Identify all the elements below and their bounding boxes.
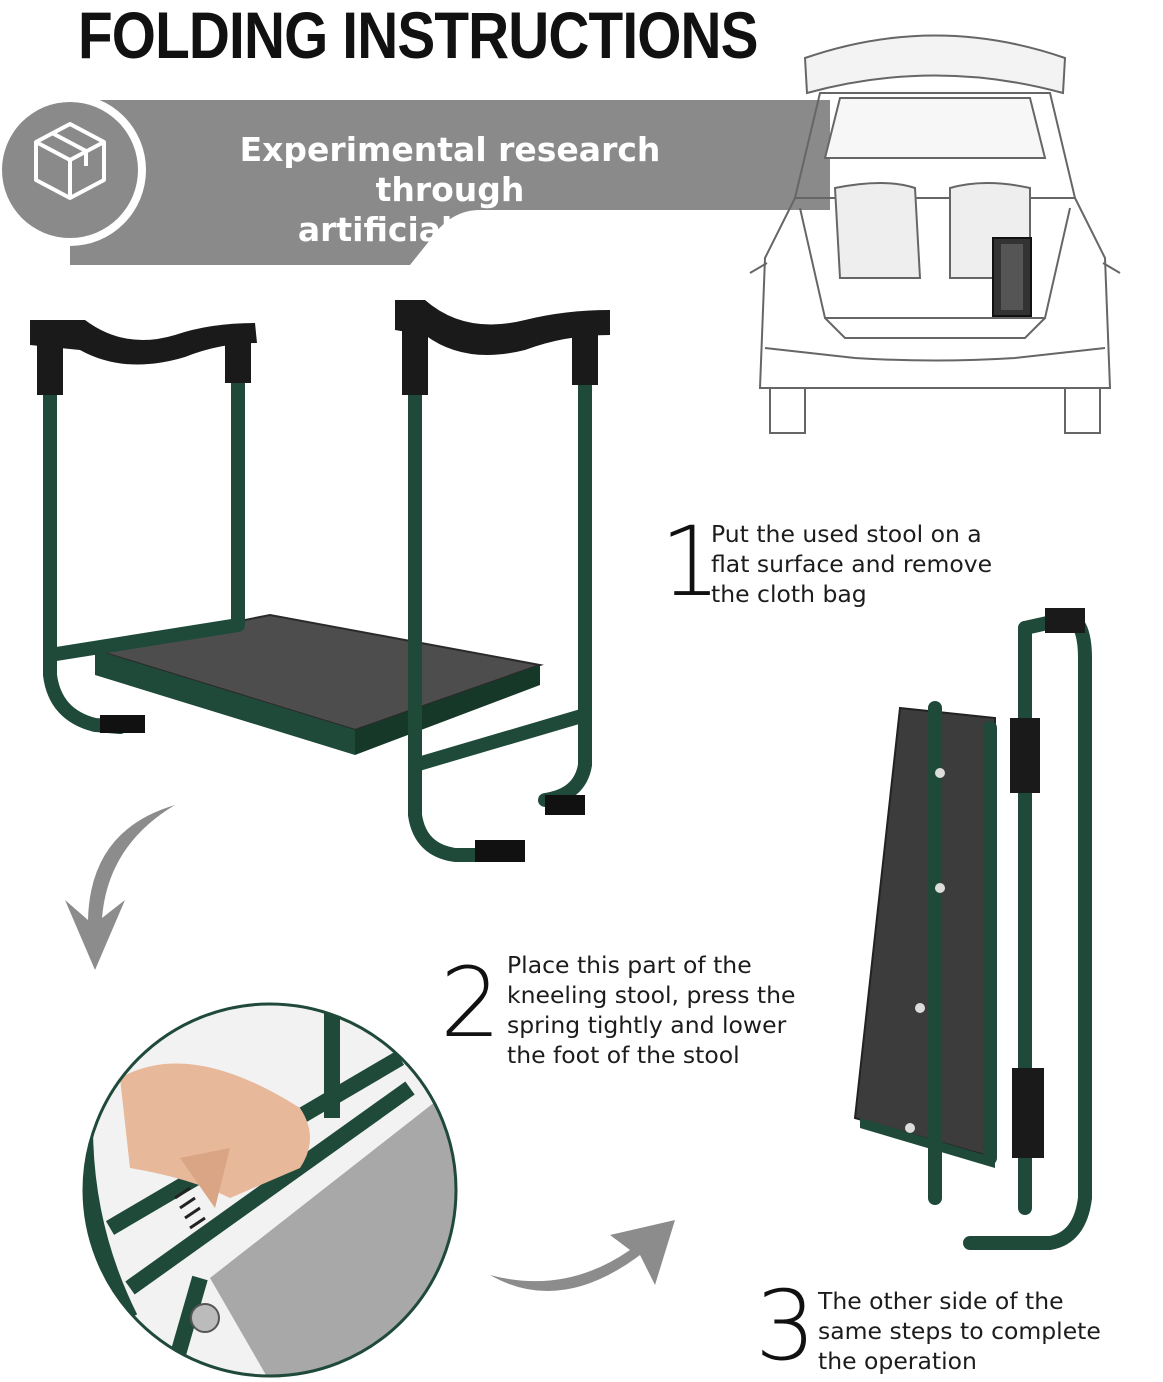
step-line: Place this part of the [507,951,752,979]
step-number: 3 [755,1270,817,1382]
cube-icon [34,122,106,200]
step-line: flat surface and remove [711,550,993,578]
stool-folded-illustration [853,608,1092,1250]
step-number: 2 [440,947,502,1059]
step-description: The other side of the same steps to comp… [818,1286,1101,1376]
page-title: FOLDING INSTRUCTIONS [78,0,759,72]
step-number: 1 [660,506,722,618]
car-trunk-illustration [749,34,1121,434]
step-description: Place this part of the kneeling stool, p… [507,950,795,1070]
step-line: the operation [818,1347,977,1375]
step-line: spring tightly and lower [507,1011,787,1039]
arrow-right-up-icon [490,1220,675,1291]
step-line: the cloth bag [711,580,867,608]
arrow-down-icon [65,805,175,970]
banner-line-2: artificial science [297,210,603,249]
step-description: Put the used stool on a flat surface and… [711,519,992,609]
step-line: Put the used stool on a [711,520,982,548]
banner-text: Experimental research through artificial… [160,130,740,250]
step-line: same steps to complete [818,1317,1101,1345]
spring-detail-illustration [82,1002,458,1378]
banner-line-1: Experimental research through [239,130,661,209]
step-line: The other side of the [818,1287,1064,1315]
stool-unfolded-illustration [30,300,610,862]
step-line: the foot of the stool [507,1041,740,1069]
step-line: kneeling stool, press the [507,981,796,1009]
